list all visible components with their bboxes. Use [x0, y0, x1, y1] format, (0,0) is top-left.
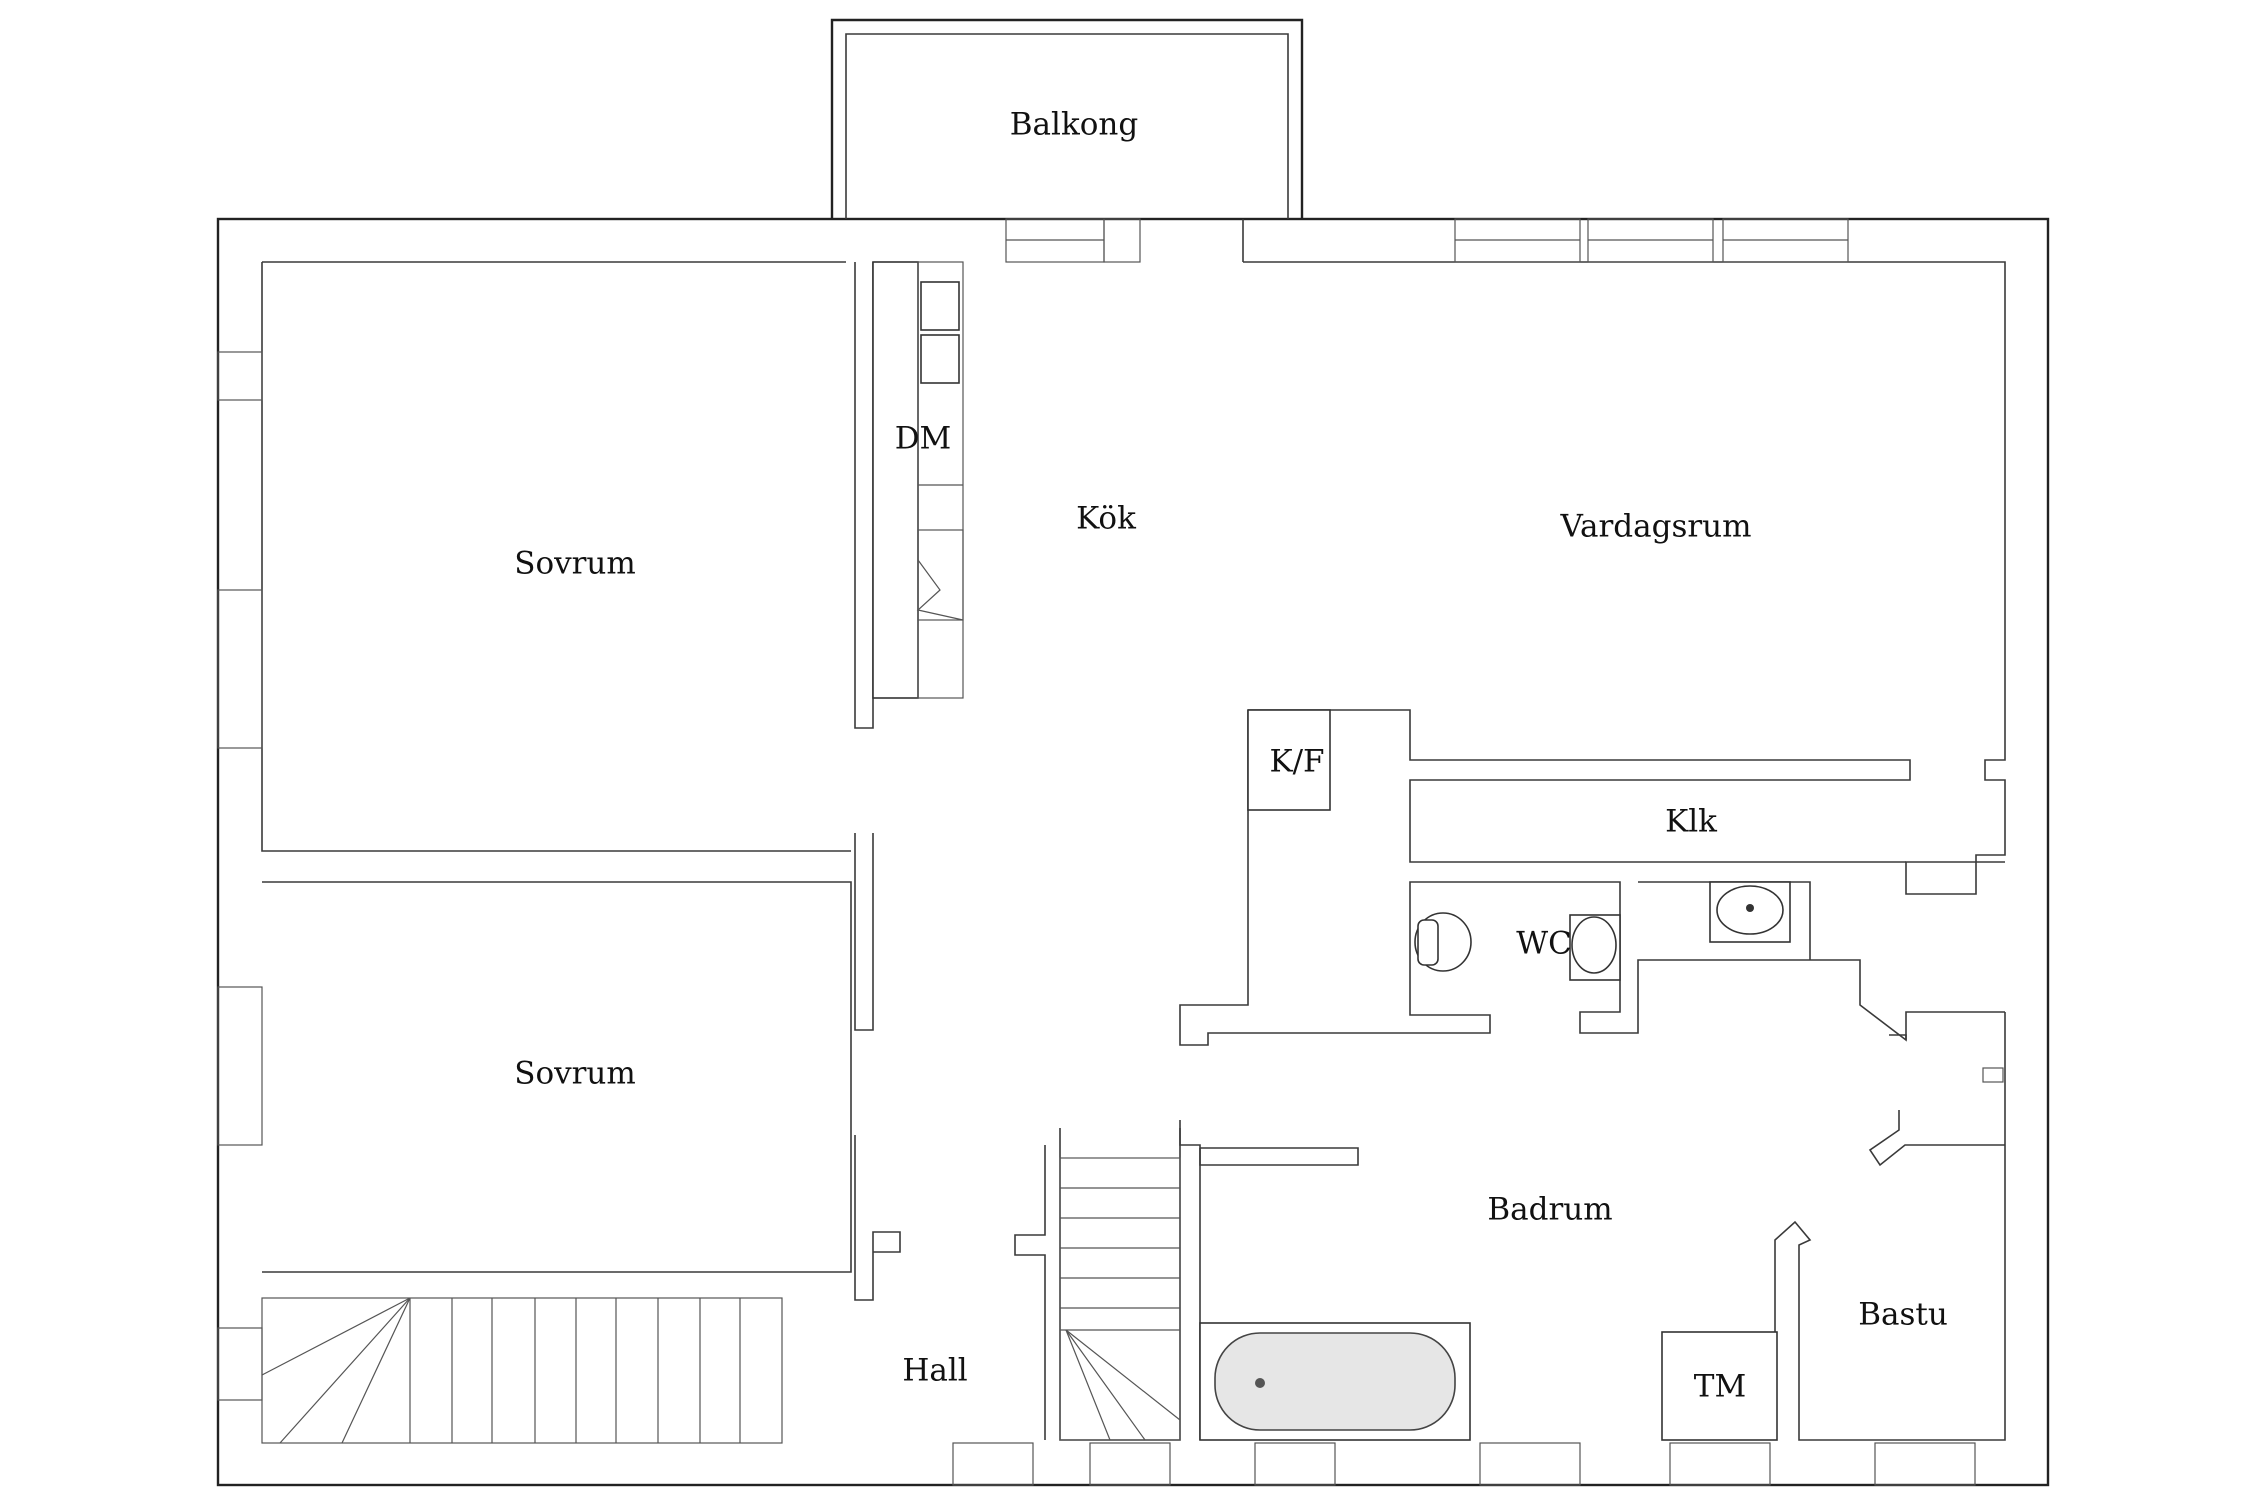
label-kf: K/F — [1269, 744, 1324, 780]
staircase-left — [261, 1297, 783, 1444]
label-hall: Hall — [902, 1353, 967, 1389]
label-dm: DM — [895, 421, 952, 457]
label-bastu: Bastu — [1858, 1297, 1948, 1333]
bathtub — [1214, 1332, 1456, 1431]
label-balkong: Balkong — [1010, 107, 1138, 143]
windows — [217, 218, 1976, 1486]
label-klk: Klk — [1665, 804, 1717, 840]
tm-cabinet — [1661, 1331, 1778, 1441]
label-sovrum-bottom: Sovrum — [514, 1056, 636, 1092]
kitchen-counter — [872, 261, 964, 699]
label-vardagsrum: Vardagsrum — [1559, 509, 1751, 545]
label-kok: Kök — [1076, 501, 1136, 537]
staircase-right — [1059, 1157, 1181, 1441]
balcony — [830, 18, 1304, 219]
bathroom-fixtures — [1199, 709, 2004, 1441]
label-badrum: Badrum — [1487, 1192, 1612, 1228]
label-sovrum-top: Sovrum — [514, 546, 636, 582]
label-tm: TM — [1694, 1369, 1746, 1405]
kf-cabinet — [1247, 709, 1331, 811]
label-wc: WC — [1516, 926, 1572, 962]
room-labels: Balkong Sovrum Sovrum DM Kök Vardagsrum … — [514, 107, 1948, 1405]
outer-walls — [216, 217, 2050, 1487]
